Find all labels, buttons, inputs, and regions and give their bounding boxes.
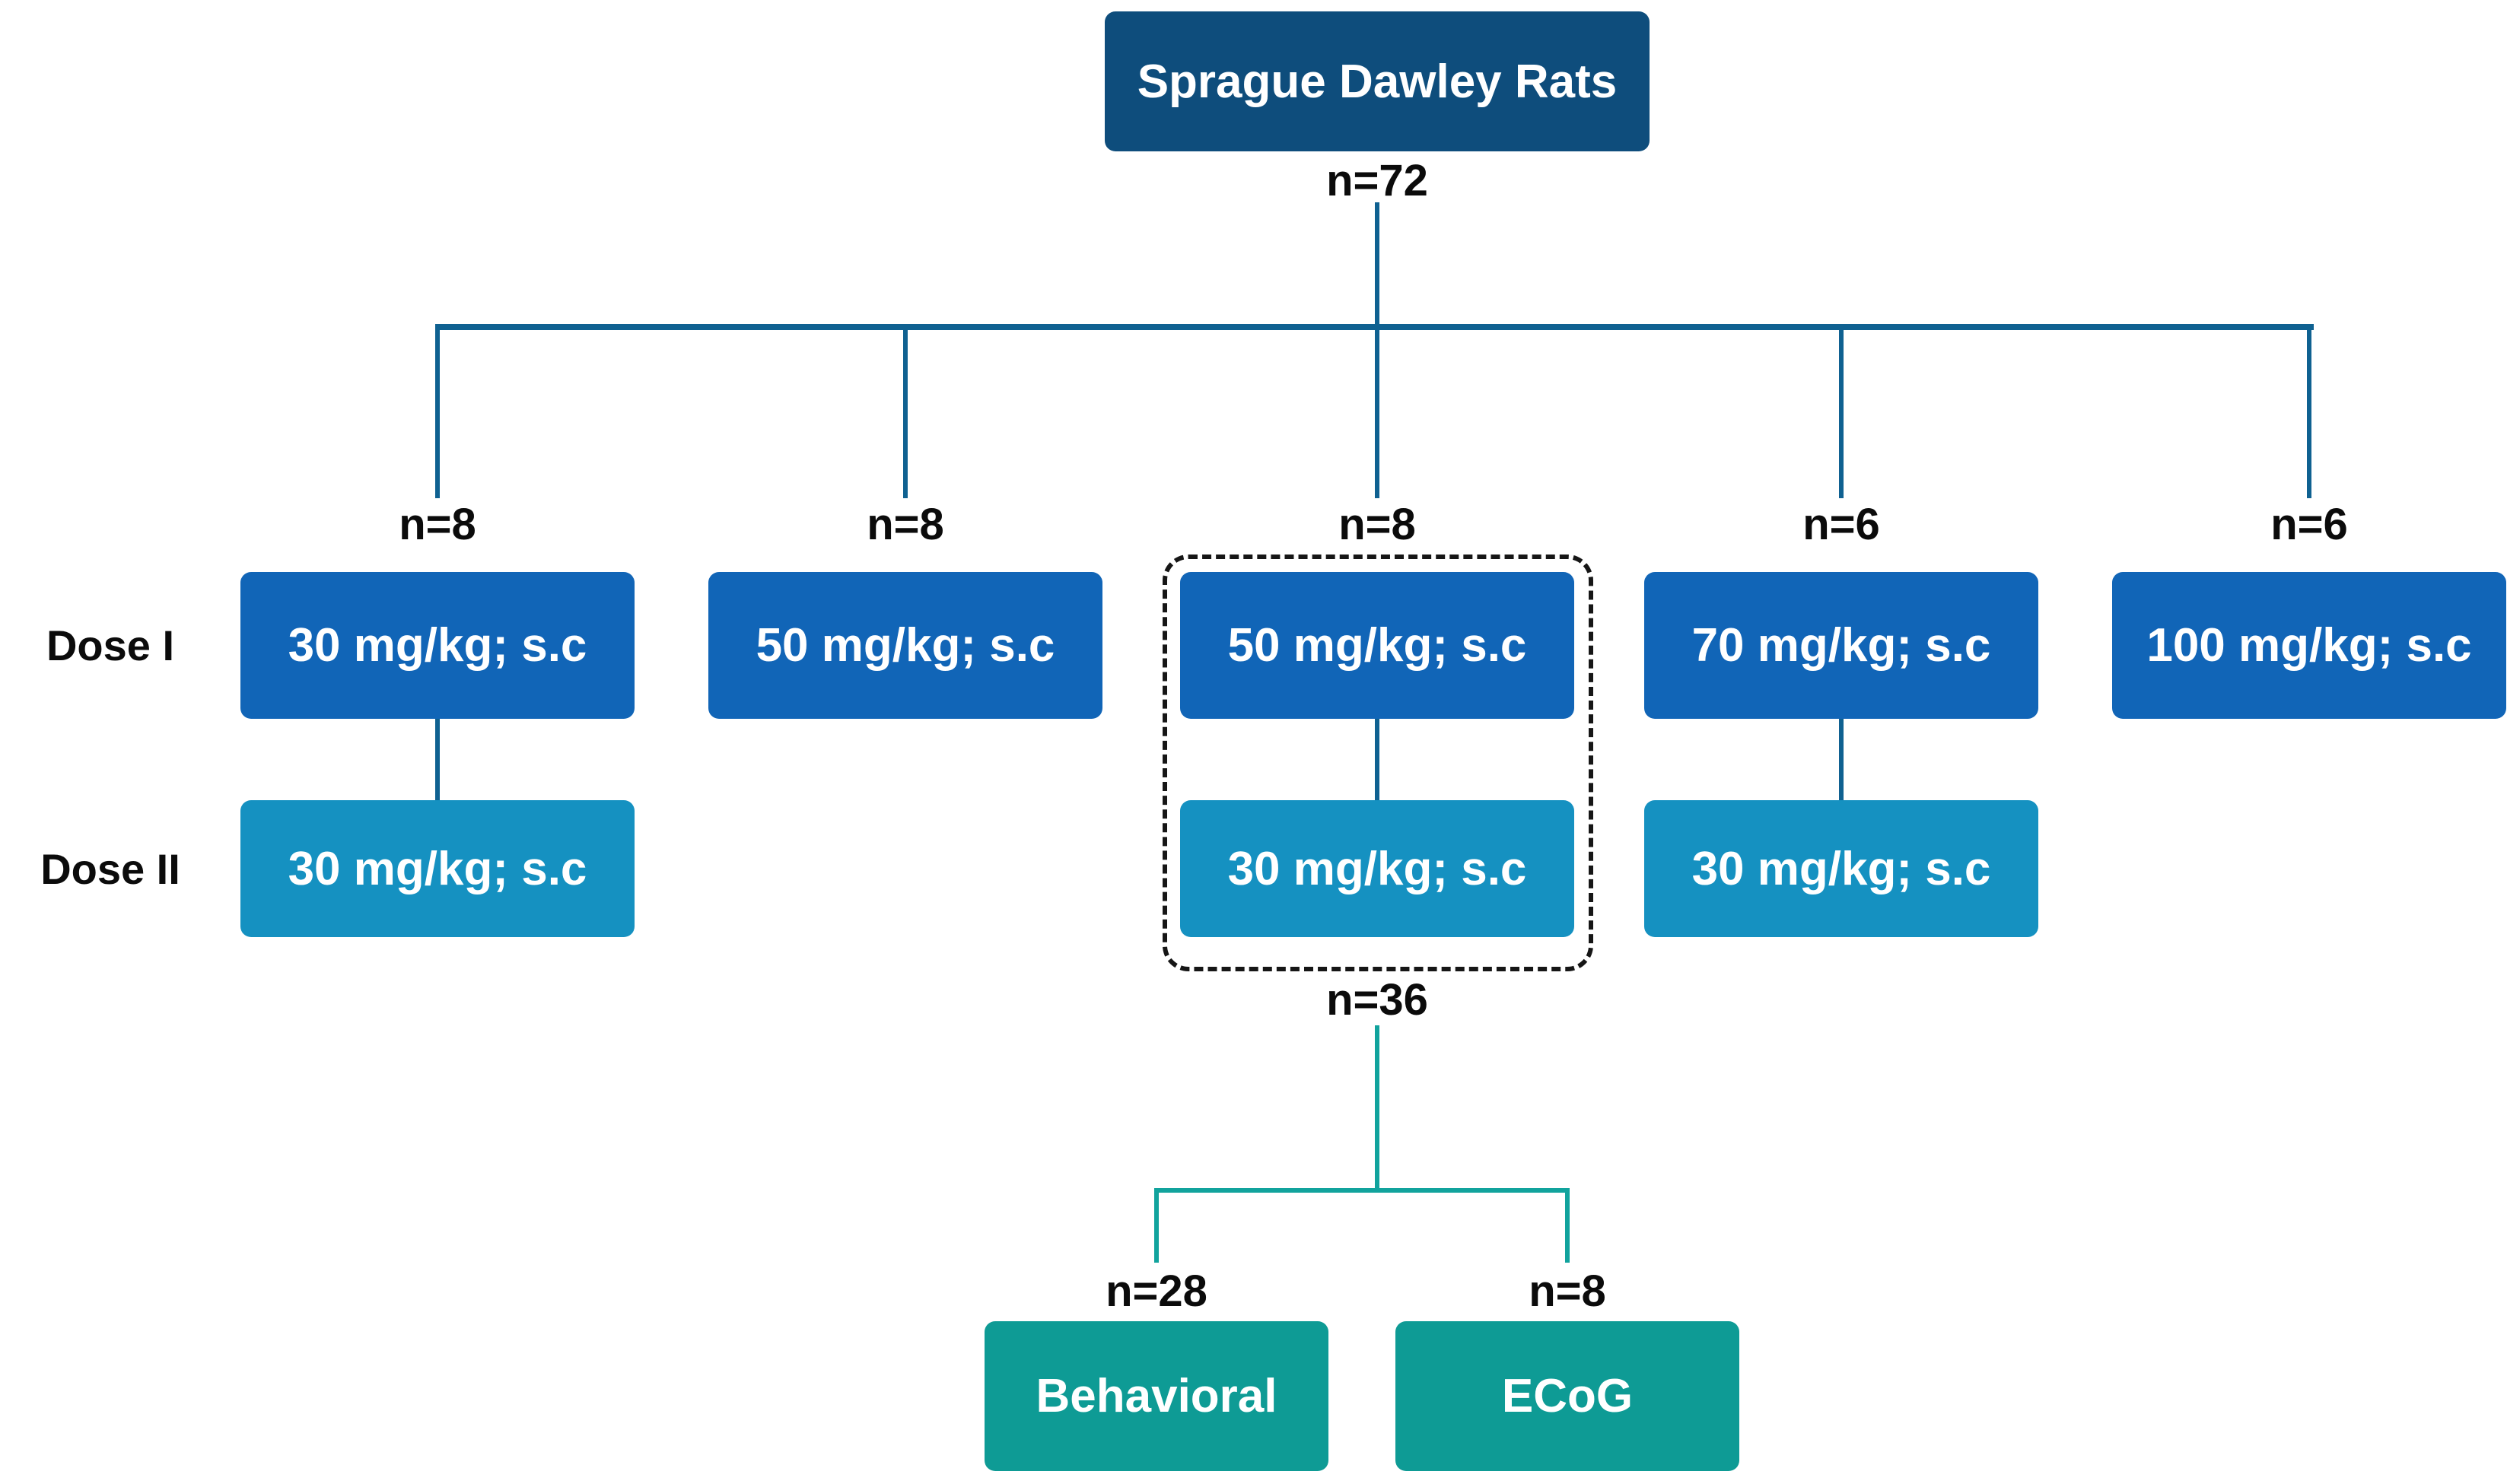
connector-drop-behavioral [1154, 1188, 1159, 1263]
dose1-box-col5: 100 mg/kg; s.c [2112, 572, 2506, 719]
highlighted-group-outline [1163, 555, 1593, 971]
count-label-col3: n=8 [1338, 500, 1416, 549]
dose2-box-col3: 30 mg/kg; s.c [1180, 800, 1574, 937]
connector-dose1-dose2-col3 [1375, 719, 1379, 800]
dose1-box-col2: 50 mg/kg; s.c [708, 572, 1102, 719]
dose2-box-col4: 30 mg/kg; s.c [1644, 800, 2038, 937]
connector-drop-col1 [435, 330, 440, 498]
followup-count-label: n=36 [1326, 975, 1428, 1025]
connector-drop-col2 [903, 330, 908, 498]
connector-drop-ecog [1565, 1188, 1570, 1263]
root-count-label: n=72 [1326, 156, 1428, 205]
count-label-ecog: n=8 [1529, 1266, 1606, 1316]
dose1-box-col4: 70 mg/kg; s.c [1644, 572, 2038, 719]
row-label-dose2: Dose II [40, 845, 180, 893]
count-label-col4: n=6 [1802, 500, 1880, 549]
count-label-behavioral: n=28 [1106, 1266, 1207, 1316]
connector-dose1-dose2-col1 [435, 719, 440, 800]
connector-dose1-dose2-col4 [1839, 719, 1844, 800]
dose1-box-col1: 30 mg/kg; s.c [240, 572, 635, 719]
connector-drop-col5 [2307, 330, 2311, 498]
connector-drop-col3 [1375, 330, 1379, 498]
count-label-col1: n=8 [399, 500, 476, 549]
outcome-box-ecog: ECoG [1395, 1321, 1739, 1471]
connector-followup-horizontal [1154, 1188, 1570, 1193]
row-label-dose1: Dose I [46, 621, 175, 669]
count-label-col5: n=6 [2270, 500, 2348, 549]
outcome-box-behavioral: Behavioral [985, 1321, 1328, 1471]
connector-root-vertical [1375, 202, 1379, 327]
connector-branch-horizontal [435, 324, 2314, 330]
connector-followup-vertical [1375, 1025, 1379, 1191]
count-label-col2: n=8 [867, 500, 944, 549]
dose2-box-col1: 30 mg/kg; s.c [240, 800, 635, 937]
root-group-box: Sprague Dawley Rats [1105, 11, 1650, 151]
dose1-box-col3: 50 mg/kg; s.c [1180, 572, 1574, 719]
connector-drop-col4 [1839, 330, 1844, 498]
